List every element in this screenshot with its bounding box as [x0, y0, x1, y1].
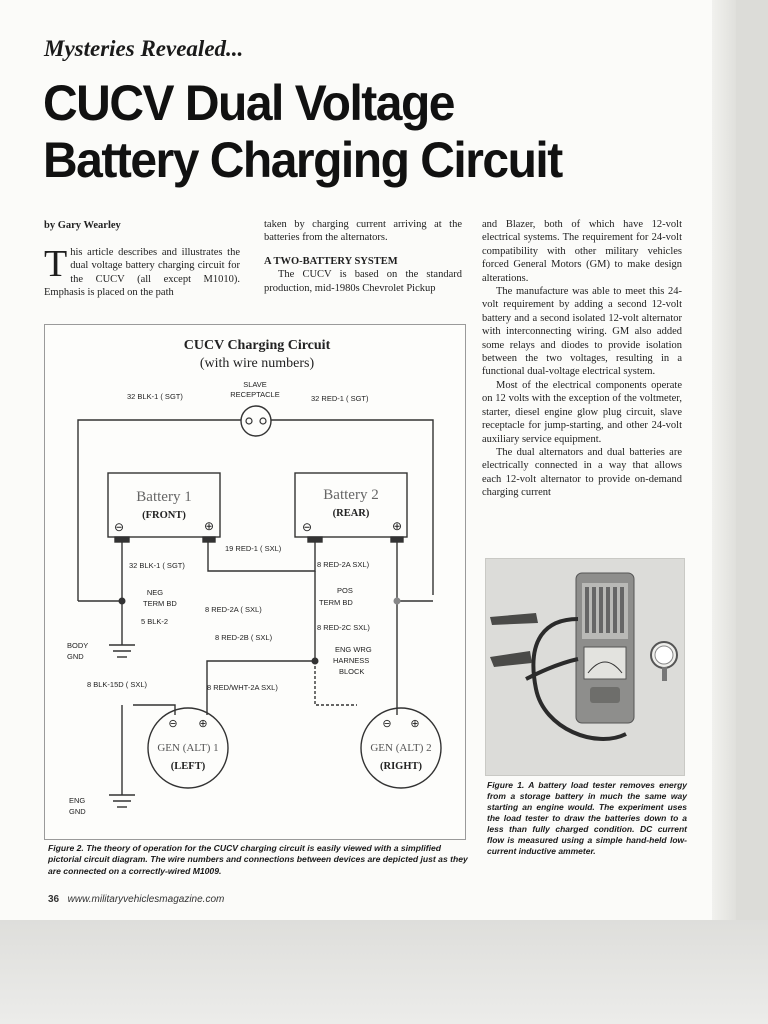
figure-2-caption: Figure 2. The theory of operation for th… [48, 843, 468, 876]
wire-32blk-mid: 32 BLK-1 ( SGT) [129, 561, 185, 570]
gen-2-pos-icon: ⊕ [410, 718, 419, 730]
neg-junction [118, 597, 126, 605]
label-eng-gnd: GND [69, 807, 86, 816]
label-pos-term: TERM BD [319, 598, 353, 607]
label-body: BODY [67, 641, 88, 650]
gen-2-neg-icon: ⊖ [382, 718, 391, 730]
drop-cap: T [44, 243, 68, 285]
label-body-gnd: GND [67, 652, 84, 661]
battery-1-sub: (FRONT) [142, 510, 186, 521]
headline: CUCV Dual Voltage Battery Charging Circu… [43, 76, 563, 189]
figure-1-caption: Figure 1. A battery load tester removes … [487, 780, 687, 856]
gen-2-sub: (RIGHT) [380, 761, 423, 772]
diagram-subtitle: (with wire numbers) [200, 356, 315, 371]
gen-2-label: GEN (ALT) 2 [370, 742, 431, 754]
battery-1-label: Battery 1 [136, 489, 191, 505]
wire-8redwht: 8 RED/WHT-2A SXL) [207, 683, 278, 692]
battery-load-tester-photo [485, 558, 685, 776]
wire-32blk-top: 32 BLK-1 ( SGT) [127, 392, 183, 401]
column-2: taken by charging current arriving at th… [264, 218, 462, 295]
battery-2-label: Battery 2 [323, 487, 378, 503]
wire-8blk15d: 8 BLK-15D ( SXL) [87, 680, 148, 689]
facing-page-edge [736, 0, 768, 1024]
label-receptacle: RECEPTACLE [230, 390, 279, 399]
col2-para1: taken by charging current arriving at th… [264, 219, 462, 244]
harness-junction [311, 657, 319, 665]
section-subhead: A TWO-BATTERY SYSTEM [264, 255, 398, 267]
page-footer: 36 www.militaryvehiclesmagazine.com [48, 894, 224, 905]
label-harness: HARNESS [333, 656, 369, 665]
battery-2-pos-icon: ⊕ [392, 519, 402, 533]
battery-1-neg-icon: ⊖ [114, 520, 124, 534]
headline-line-2: Battery Charging Circuit [43, 132, 563, 189]
wire-8red2a-sxl: 8 RED-2A SXL) [317, 560, 370, 569]
battery-1-pos-icon: ⊕ [204, 519, 214, 533]
gen-1-pos-icon: ⊕ [198, 718, 207, 730]
col1-para1: his article describes and illustrates th… [44, 247, 240, 299]
slave-pin-left [245, 417, 253, 425]
wire-8red2c: 8 RED-2C SXL) [317, 623, 370, 632]
gen-1-sub: (LEFT) [171, 761, 206, 772]
load-tester-illustration [486, 559, 684, 775]
col3-para4: The dual alternators and dual batteries … [482, 446, 682, 499]
battery-2-sub: (REAR) [333, 508, 370, 519]
gen-1-neg-icon: ⊖ [168, 718, 177, 730]
pos-junction [393, 597, 401, 605]
col3-para3: Most of the electrical components operat… [482, 379, 682, 445]
label-eng: ENG [69, 796, 85, 805]
wire-19red: 19 RED-1 ( SXL) [225, 544, 282, 553]
diagram-title: CUCV Charging Circuit [184, 338, 331, 353]
circuit-wires [77, 405, 442, 808]
gen-1-label: GEN (ALT) 1 [157, 742, 218, 754]
headline-line-1: CUCV Dual Voltage [43, 76, 455, 132]
kicker: Mysteries Revealed... [44, 36, 244, 61]
wire-32red-top: 32 RED-1 ( SGT) [311, 394, 369, 403]
scan-background [0, 920, 768, 1024]
label-eng-wrg: ENG WRG [335, 645, 372, 654]
col2-para2: The CUCV is based on the standard produc… [264, 269, 462, 294]
wire-5blk: 5 BLK-2 [141, 617, 168, 626]
charging-circuit-diagram: CUCV Charging Circuit (with wire numbers… [44, 324, 466, 840]
footer-url: www.militaryvehiclesmagazine.com [67, 894, 225, 905]
battery-2-neg-icon: ⊖ [302, 520, 312, 534]
page-gutter [712, 0, 736, 920]
label-neg: NEG [147, 588, 163, 597]
label-slave: SLAVE [243, 380, 267, 389]
label-block: BLOCK [339, 667, 364, 676]
wire-8red2b: 8 RED-2B ( SXL) [215, 633, 273, 642]
magazine-page: Mysteries Revealed... CUCV Dual Voltage … [0, 0, 712, 920]
byline: by Gary Wearley [44, 220, 121, 231]
column-3: and Blazer, both of which have 12-volt e… [482, 218, 682, 500]
wire-8red2a: 8 RED-2A ( SXL) [205, 605, 262, 614]
label-pos: POS [337, 586, 353, 595]
page-number: 36 [48, 894, 60, 905]
col3-para2: The manufacture was able to meet this 24… [482, 286, 682, 378]
circuit-svg: CUCV Charging Circuit (with wire numbers… [67, 338, 442, 816]
col3-para1: and Blazer, both of which have 12-volt e… [482, 219, 682, 284]
slave-pin-right [259, 417, 267, 425]
label-neg-term: TERM BD [143, 599, 177, 608]
